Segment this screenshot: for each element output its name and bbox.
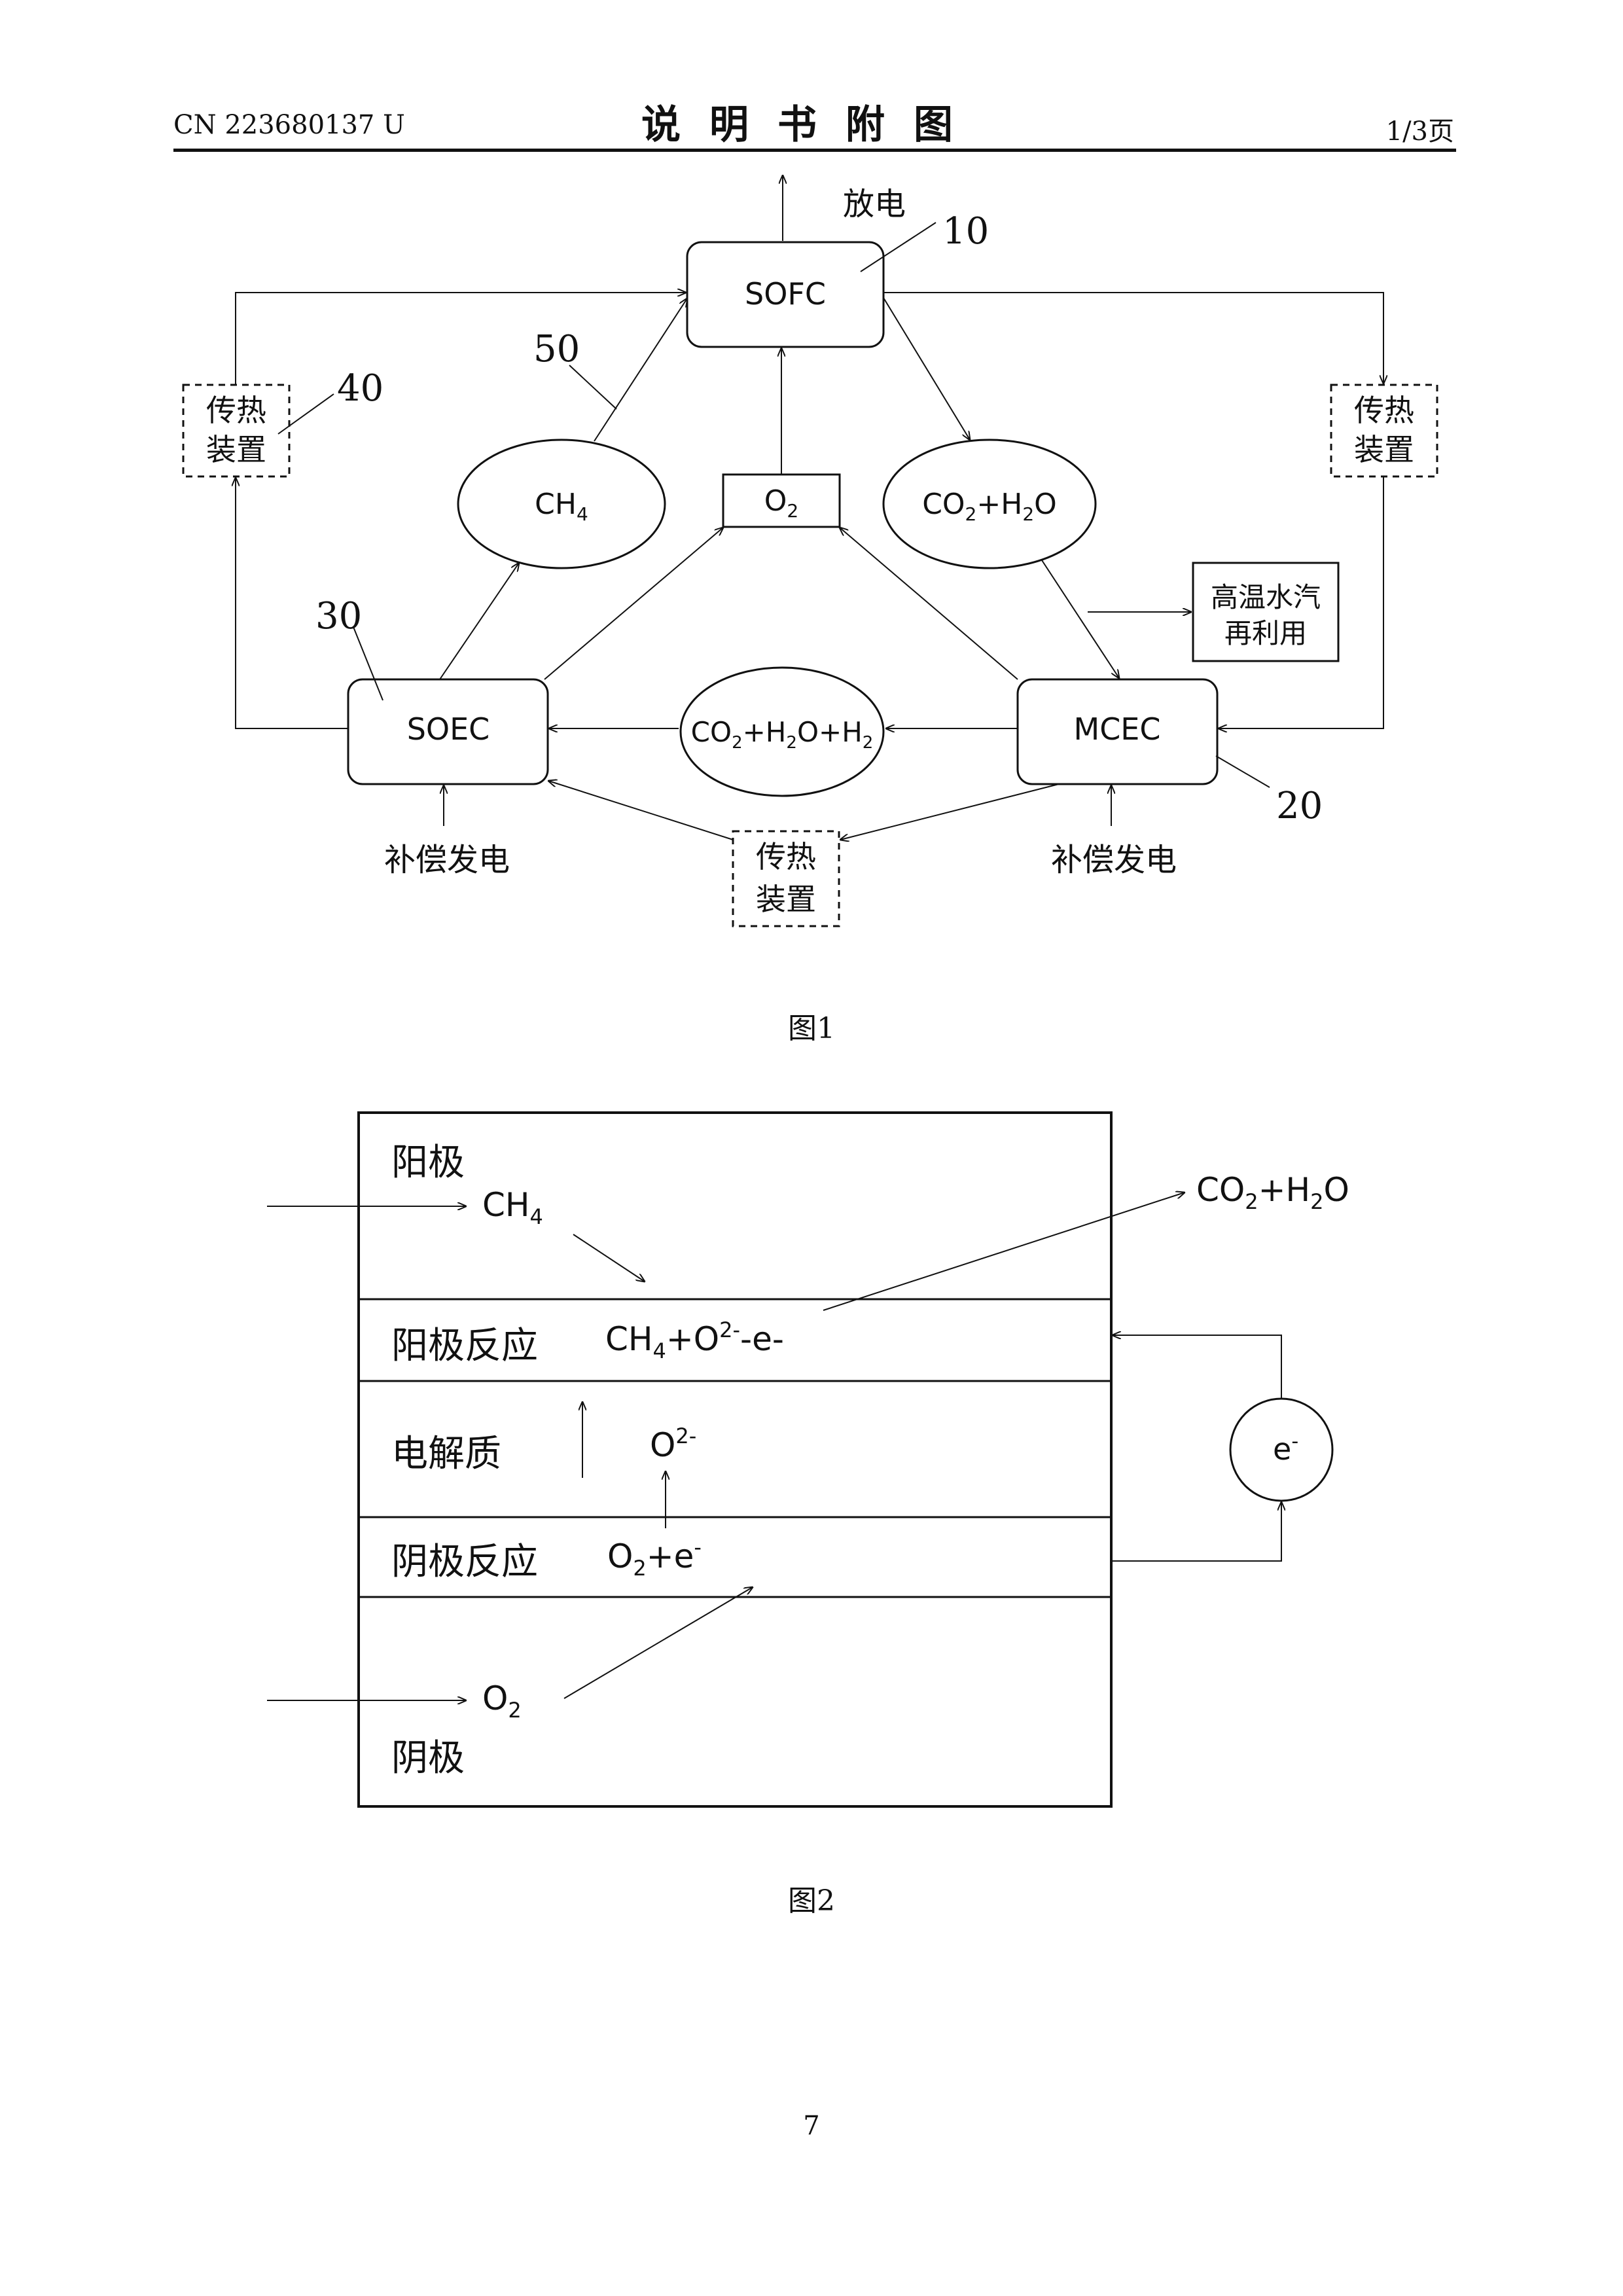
- arrow-mcec-o2: [840, 528, 1018, 679]
- mcec-label: MCEC: [1074, 711, 1161, 747]
- o2-ion-label: O2-: [650, 1424, 696, 1464]
- arrow-ch4-to-reaction: [573, 1234, 645, 1282]
- arrow-heat-bottom-soec: [548, 781, 733, 840]
- cathode-equation: O2+e-: [607, 1535, 702, 1581]
- comp-power-left: 补偿发电: [384, 842, 510, 878]
- ref-40-leader: [278, 394, 334, 434]
- arrow-co2h2o-mcec: [1042, 560, 1119, 678]
- figure-1-caption: 图1: [0, 1005, 1623, 1047]
- ref-30: 30: [315, 595, 362, 637]
- arrow-mcec-heat-bottom: [840, 784, 1059, 840]
- arrow-sofc-co2h2o: [883, 298, 970, 440]
- heat-bottom-line1: 传热: [756, 839, 816, 874]
- layer-anode: 阳极: [391, 1141, 465, 1184]
- ref-20: 20: [1276, 785, 1323, 827]
- heat-left-line2: 装置: [206, 432, 266, 467]
- heat-right-line2: 装置: [1354, 432, 1414, 467]
- ref-20-leader: [1216, 756, 1270, 787]
- page-number: 7: [0, 2111, 1623, 2141]
- steam-reuse-line1: 高温水汽: [1211, 581, 1321, 613]
- layer-anode-reaction: 阳极反应: [391, 1325, 538, 1367]
- heat-left-line1: 传热: [206, 393, 266, 428]
- heat-bottom-line2: 装置: [756, 882, 816, 917]
- steam-reuse-line2: 再利用: [1224, 617, 1307, 649]
- comp-power-right: 补偿发电: [1051, 842, 1177, 878]
- arrow-soec-ch4: [440, 563, 519, 679]
- electron-label: e-: [1273, 1430, 1298, 1467]
- sofc-label: SOFC: [745, 276, 826, 312]
- layer-electrolyte: 电解质: [391, 1433, 501, 1475]
- discharge-label: 放电: [843, 186, 906, 223]
- arrow-electron-anode: [1113, 1335, 1281, 1399]
- ch4-label: CH4: [535, 488, 588, 525]
- ch4-in-label: CH4: [482, 1186, 543, 1229]
- heat-right-line1: 传热: [1354, 393, 1414, 428]
- arrow-heat-left-sofc: [236, 293, 686, 385]
- ref-30-leader: [353, 627, 383, 700]
- ref-10-leader: [861, 223, 936, 272]
- arrow-cathode-electron: [1111, 1502, 1281, 1561]
- arrow-products-out: [823, 1193, 1185, 1310]
- products-label: CO2+H2O: [1196, 1171, 1349, 1214]
- ref-10: 10: [942, 210, 989, 253]
- figure-2-labels: 阳极 阳极反应 电解质 阴极反应 阴极 CH4 CH4+O2--e- O2- O…: [391, 1141, 1349, 1780]
- layer-cathode-reaction: 阴极反应: [391, 1541, 538, 1583]
- co2-h2o-h2-label: CO2+H2O+H2: [691, 716, 874, 753]
- figure-2-caption: 图2: [0, 1877, 1623, 1919]
- anode-equation: CH4+O2--e-: [605, 1318, 784, 1363]
- arrow-sofc-heat-right: [883, 293, 1383, 384]
- soec-label: SOEC: [407, 711, 490, 747]
- ref-50: 50: [533, 328, 580, 370]
- co2-h2o-label: CO2+H2O: [922, 488, 1057, 525]
- ref-50-leader: [569, 365, 616, 409]
- ref-40: 40: [337, 367, 383, 410]
- o2-label: O2: [764, 484, 798, 522]
- figure-1-labels: SOFC SOEC MCEC 放电 10 20 30 40 50 CH4 O2 …: [206, 186, 1414, 917]
- arrow-o2-to-reaction: [564, 1587, 753, 1698]
- layer-cathode: 阴极: [391, 1737, 465, 1780]
- arrow-ch4-sofc: [594, 298, 687, 441]
- o2-in-label: O2: [482, 1679, 522, 1723]
